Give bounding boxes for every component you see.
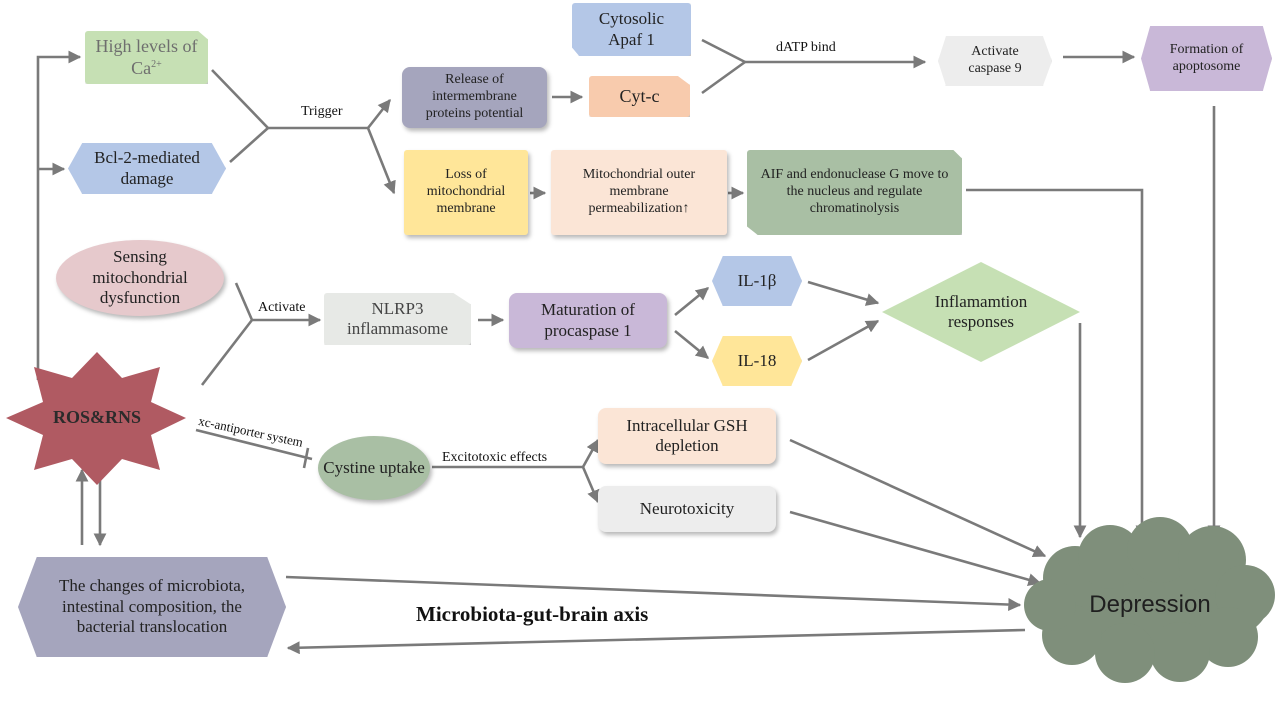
release-proteins-label: Release of intermembrane proteins potent… xyxy=(425,72,524,121)
depression-to-microbiota-arrow xyxy=(286,628,1026,655)
apaf1-box: Cytosolic Apaf 1 xyxy=(572,3,691,56)
gsh-to-depression-arrow xyxy=(789,438,1047,558)
il1b-to-inflam-arrow xyxy=(807,280,880,306)
gsh-label: Intracellular GSH depletion xyxy=(626,415,748,455)
nlrp3-box: NLRP3 inflammasome xyxy=(324,293,471,345)
procaspase-box: Maturation of procaspase 1 xyxy=(509,293,667,348)
cytc-box: Cyt-c xyxy=(589,76,690,117)
bcl2-damage-label: Bcl-2-mediated damage xyxy=(94,148,200,188)
sensing-to-activate-line xyxy=(234,282,254,321)
excitotoxic-label: Excitotoxic effects xyxy=(442,450,548,465)
il18-box: IL-18 xyxy=(712,336,802,386)
inflammation-label: Inflamamtion responses xyxy=(934,291,1028,331)
caspase9-box: Activate caspase 9 xyxy=(938,36,1052,86)
ros-label-box: ROS&RNS xyxy=(20,398,174,438)
apaf1-label: Cytosolic Apaf 1 xyxy=(598,9,665,49)
sensing-label: Sensing mitochondrial dysfunction xyxy=(92,247,188,308)
ros-star-shape xyxy=(6,352,186,485)
apoptosome-label: Formation of apoptosome xyxy=(1169,41,1244,74)
aif-box: AIF and endonuclease G move to the nucle… xyxy=(747,150,962,235)
momp-box: Mitochondrial outer membrane permeabiliz… xyxy=(551,150,727,235)
ros-to-cystine-inhibit-line xyxy=(195,428,313,461)
neurotoxicity-box: Neurotoxicity xyxy=(598,486,776,532)
cytc-to-datp-line xyxy=(701,60,746,95)
gsh-box: Intracellular GSH depletion xyxy=(598,408,776,464)
nlrp3-label: NLRP3 inflammasome xyxy=(346,298,449,338)
ros-to-ca-arrow xyxy=(36,50,82,380)
apoptosome-box: Formation of apoptosome xyxy=(1141,26,1272,91)
procasp-to-il1b-arrow xyxy=(674,286,710,317)
microbiota-to-depression-arrow xyxy=(285,575,1022,612)
cystine-ellipse: Cystine uptake xyxy=(318,436,430,500)
depression-cloud-shape xyxy=(1024,517,1275,683)
high-calcium-label: High levels of Ca xyxy=(95,35,198,78)
momp-label: Mitochondrial outer membrane permeabiliz… xyxy=(582,167,696,216)
neurotoxicity-label: Neurotoxicity xyxy=(639,498,735,518)
calcium-superscript: 2+ xyxy=(151,58,162,70)
sensing-ellipse: Sensing mitochondrial dysfunction xyxy=(56,240,224,316)
excito-to-gsh-arrow xyxy=(581,438,600,468)
cystine-label: Cystine uptake xyxy=(323,457,425,477)
release-proteins-box: Release of intermembrane proteins potent… xyxy=(402,67,547,128)
excito-to-neuro-arrow xyxy=(581,466,600,504)
procaspase-label: Maturation of procaspase 1 xyxy=(541,300,635,340)
neuro-to-depression-arrow xyxy=(789,510,1042,587)
il1b-label: IL-1β xyxy=(737,270,777,290)
il18-label: IL-18 xyxy=(737,350,777,370)
il18-to-inflam-arrow xyxy=(807,319,880,362)
apaf-to-datp-line xyxy=(701,38,746,64)
activate-label: Activate xyxy=(258,300,306,315)
microbiota-box: The changes of microbiota, intestinal co… xyxy=(18,557,286,657)
ros-to-activate-line xyxy=(200,319,254,386)
trigger-to-loss-arrow xyxy=(366,127,396,195)
loss-membrane-box: Loss of mitochondrial membrane xyxy=(404,150,528,235)
ros-label: ROS&RNS xyxy=(52,407,141,428)
aif-to-depression-arrow xyxy=(966,188,1149,539)
trigger-to-release-arrow xyxy=(366,98,392,129)
bcl2-to-trigger-line xyxy=(229,127,269,163)
bcl2-damage-box: Bcl-2-mediated damage xyxy=(68,143,226,194)
loss-membrane-label: Loss of mitochondrial membrane xyxy=(426,167,506,216)
inhibit-bar xyxy=(302,447,310,469)
depression-label: Depression xyxy=(1089,590,1211,618)
depression-label-box: Depression xyxy=(1040,580,1260,630)
microbiota-label: The changes of microbiota, intestinal co… xyxy=(59,576,245,637)
il1b-box: IL-1β xyxy=(712,256,802,306)
aif-label: AIF and endonuclease G move to the nucle… xyxy=(760,167,949,216)
caspase9-label: Activate caspase 9 xyxy=(968,44,1022,76)
cytc-label: Cyt-c xyxy=(619,85,660,106)
datp-bind-label: dATP bind xyxy=(776,40,836,55)
high-calcium-box: High levels of Ca2+ xyxy=(85,31,208,84)
ca-to-trigger-line xyxy=(211,69,269,129)
gut-brain-axis-label: Microbiota-gut-brain axis xyxy=(416,602,649,626)
procasp-to-il18-arrow xyxy=(674,329,710,360)
trigger-label: Trigger xyxy=(301,104,343,119)
